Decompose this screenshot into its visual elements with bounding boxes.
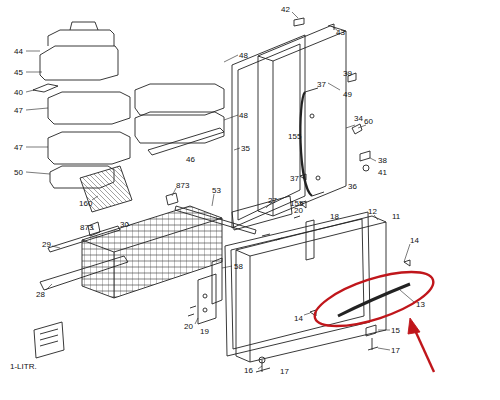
callout-number: 47 [14,106,23,115]
drawer-rail [40,256,128,290]
drawer-rail [175,206,256,234]
callout-number: 40 [14,88,23,97]
callout-number: 1-LITR. [10,362,37,371]
callout-number: 50 [14,168,23,177]
callout-number: 38 [378,156,387,165]
callout-number: 27 [268,196,277,205]
callout-number: 20 [294,206,303,215]
callout-number: 28 [36,290,45,299]
pointer-arrow [414,328,434,372]
callout-number: 48 [239,51,248,60]
drawer-gasket [225,212,370,356]
shelf [80,166,132,212]
callout-number: 58 [234,262,243,271]
callout-number: 35 [241,144,250,153]
pointer-arrowhead [408,318,420,334]
highlight-ring [309,261,439,337]
leader-lines [26,12,414,369]
slide-brackets [188,258,222,324]
callout-number: 42 [281,5,290,14]
door-bins [33,22,224,188]
callout-number: 873 [176,181,189,190]
callout-number: 44 [14,47,23,56]
door-gasket [232,35,305,228]
callout-number: 16 [244,366,253,375]
callout-number: 17 [391,346,400,355]
callout-number: 39 [343,69,352,78]
callout-number: 160 [79,199,92,208]
callout-number: 11 [392,212,400,221]
freezer-basket [82,193,222,298]
callout-number: 30 [120,220,129,229]
callout-number: 873 [80,223,93,232]
callout-number: 18 [330,212,339,221]
callout-number: 34 [354,114,363,123]
fresh-food-door [258,18,370,216]
callout-number: 29 [42,240,51,249]
callout-number: 47 [14,143,23,152]
callout-number: 13 [416,300,425,309]
callout-number: 37 [290,174,299,183]
callout-number: 19 [200,327,209,336]
callout-number: 155 [288,132,301,141]
callout-number: 14 [410,236,419,245]
freezer-drawer-front [236,216,410,372]
callout-number: 53 [212,186,221,195]
callout-number: 37 [317,80,326,89]
callout-number: 17 [280,367,289,376]
callout-number: 41 [378,168,387,177]
callout-number: 46 [186,155,195,164]
callout-number: 36 [348,182,357,191]
callout-number: 60 [364,117,373,126]
callout-number: 49 [343,90,352,99]
callout-number: 20 [184,322,193,331]
callout-number: 15 [391,326,400,335]
callout-number: 12 [368,207,377,216]
callout-number: 45 [14,68,23,77]
label-card [34,322,64,358]
callout-number: 43 [336,28,345,37]
callout-number: 14 [294,314,303,323]
callout-number: 48 [239,111,248,120]
